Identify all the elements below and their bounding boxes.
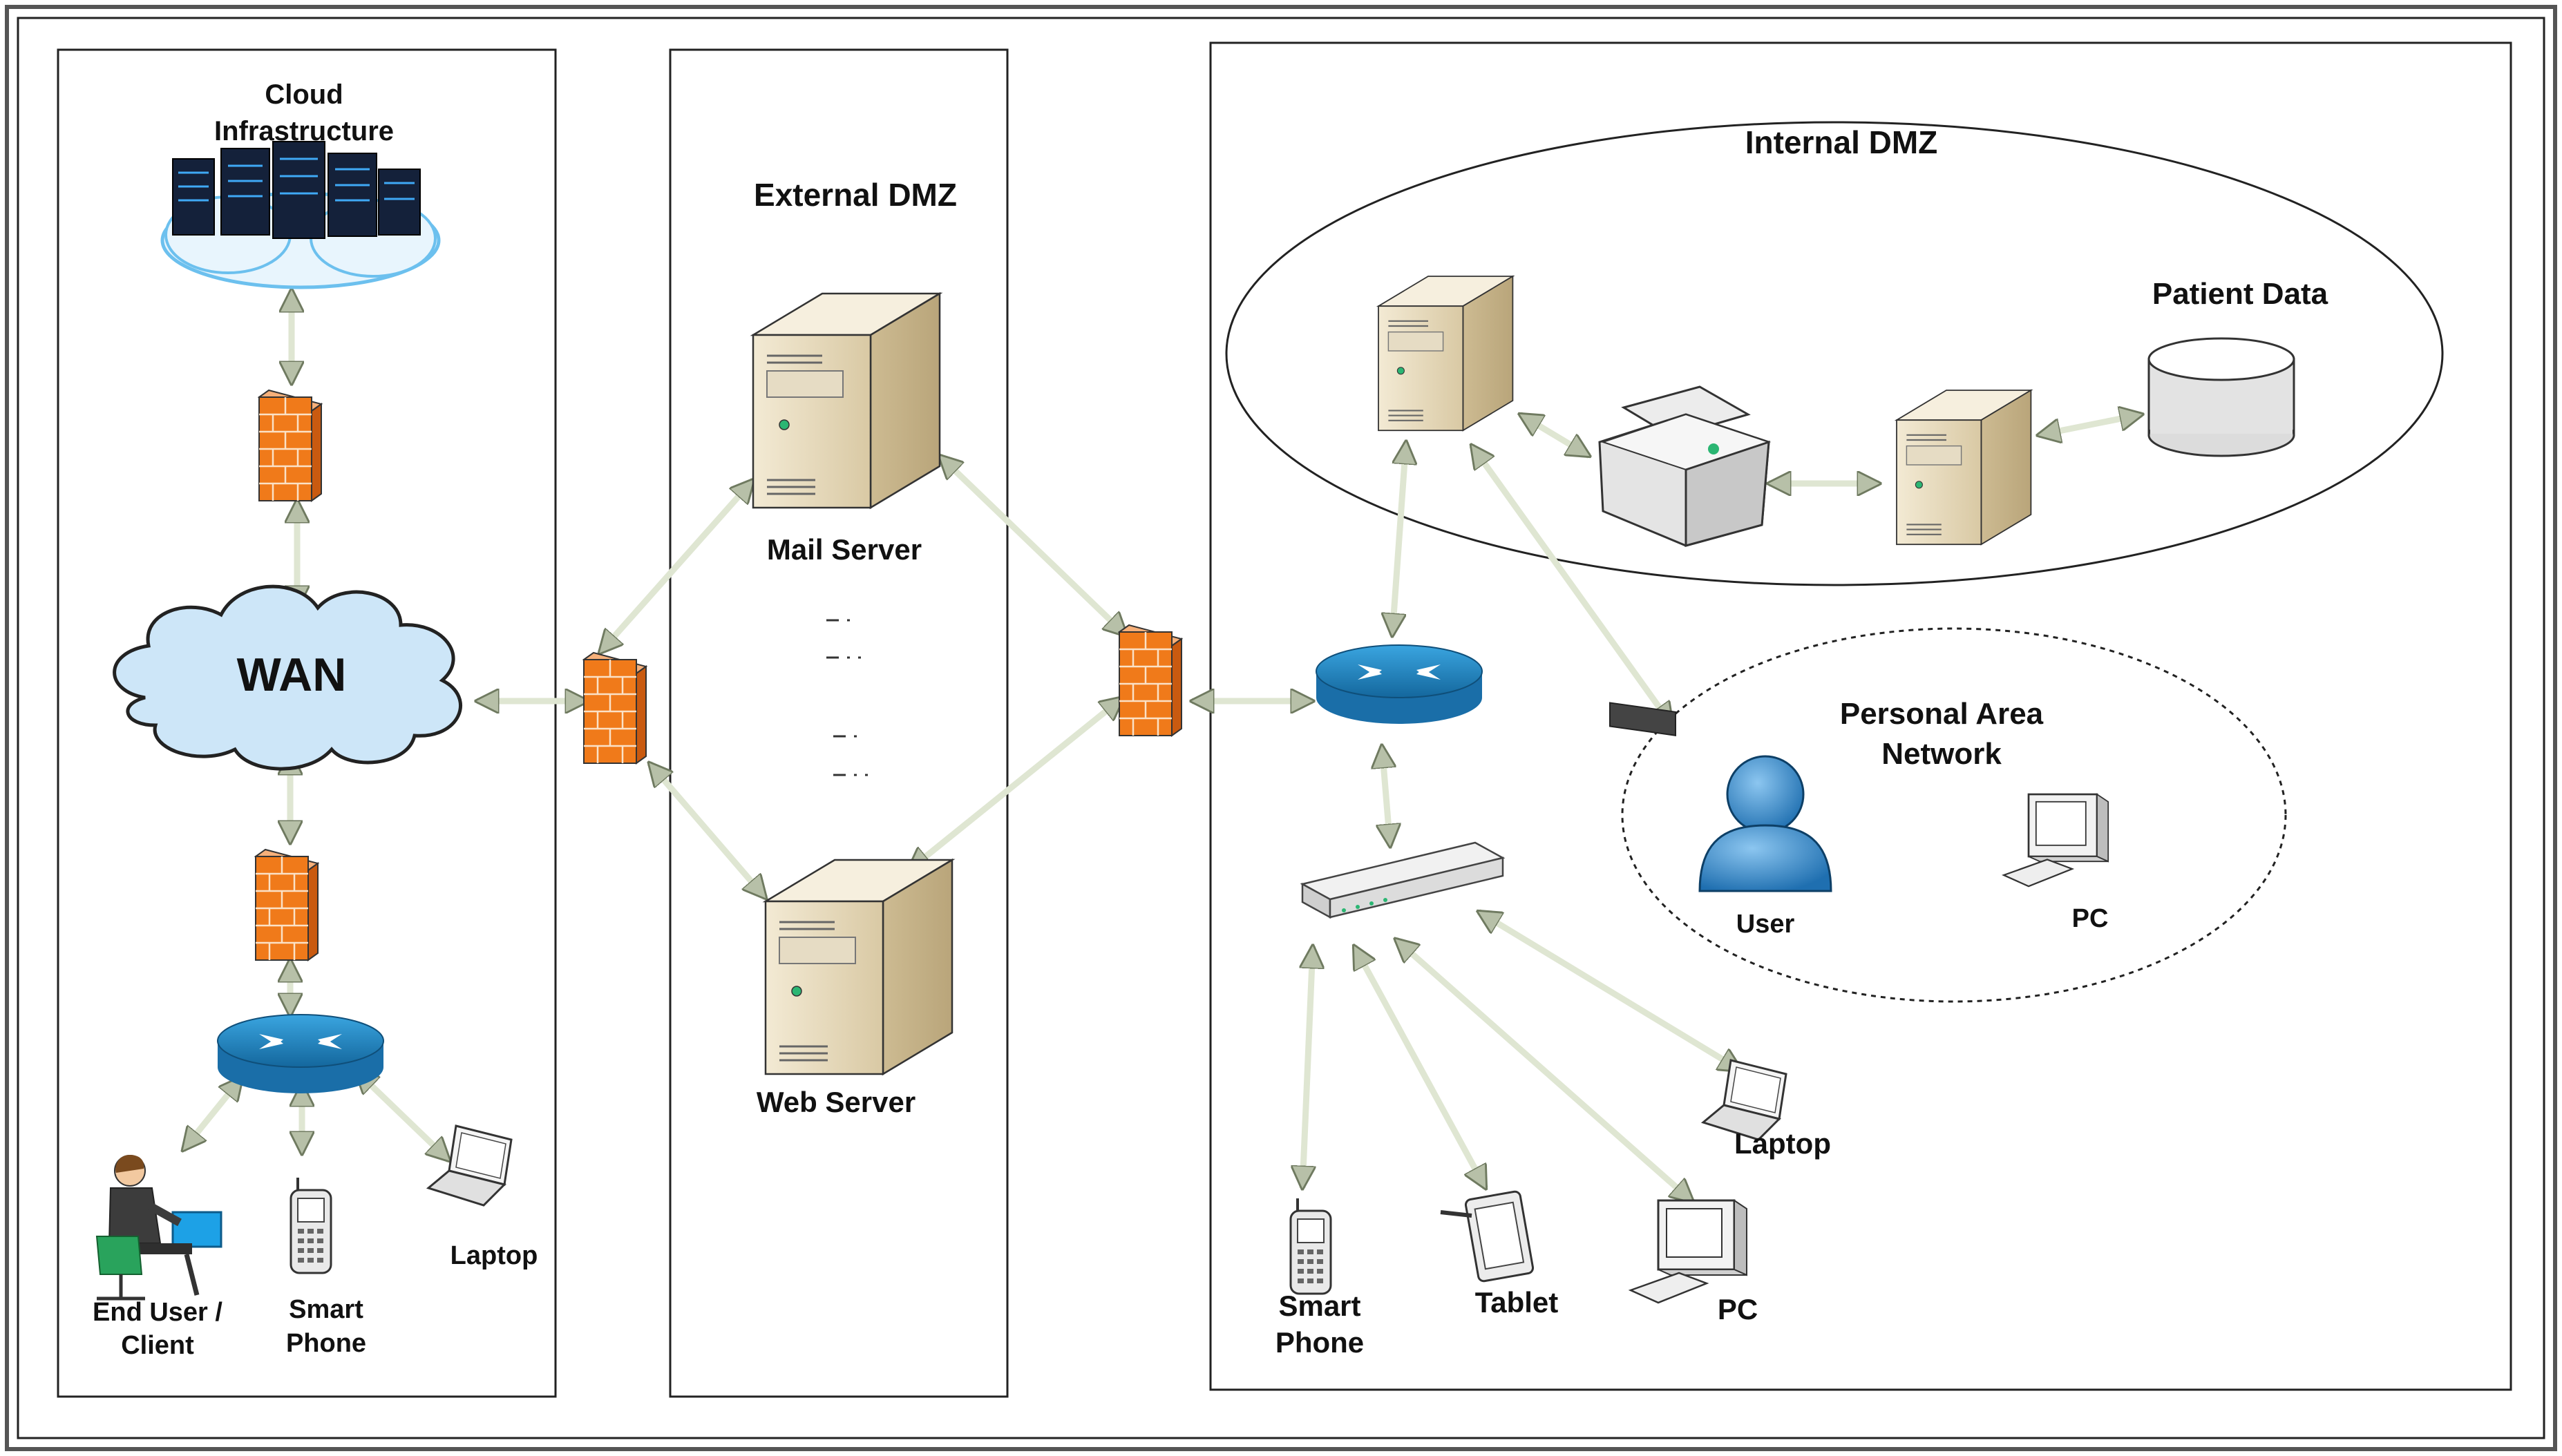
connector-router-laptop <box>356 1071 449 1160</box>
firewall-icon-right <box>1118 624 1183 737</box>
smartphone-icon-right <box>1289 1197 1332 1295</box>
left-zone-box <box>57 48 557 1398</box>
user-icon <box>1698 755 1832 892</box>
right-pc-label: PC <box>1718 1293 1758 1325</box>
connector-fw3-web <box>909 698 1123 870</box>
mail-server-icon <box>752 292 941 509</box>
external-dmz-title: External DMZ <box>754 177 957 213</box>
wan-cloud-icon <box>113 584 462 771</box>
connector-router-switch <box>1382 746 1390 846</box>
connector-mail-fw3 <box>940 456 1126 635</box>
router-icon-right <box>1316 644 1483 725</box>
connectors <box>183 290 2142 1202</box>
right-laptop-label: Laptop <box>1734 1127 1831 1160</box>
web-server-icon <box>764 859 953 1075</box>
connector-router-user <box>183 1077 242 1150</box>
pan-label-line2: Network <box>1881 737 2002 771</box>
web-server-label: Web Server <box>757 1086 915 1118</box>
end-user-label-line2: Client <box>121 1331 194 1360</box>
end-user-icon <box>95 1155 222 1301</box>
end-user-label-line1: End User / <box>93 1298 222 1327</box>
connector-server-pan <box>1472 446 1672 725</box>
connector-fw2-web <box>649 763 766 898</box>
left-phone-label-line1: Smart <box>289 1295 363 1324</box>
cloud-label-line2: Infrastructure <box>214 116 394 146</box>
connector-switch-phone <box>1302 946 1313 1188</box>
connector-fw2-mail <box>600 480 753 653</box>
right-zone-box <box>1209 41 2512 1391</box>
internal-dmz-ellipse <box>1225 121 2444 586</box>
pan-label-line1: Personal Area <box>1840 697 2044 731</box>
right-tablet-label: Tablet <box>1475 1286 1559 1319</box>
internal-dmz-title: Internal DMZ <box>1745 124 1938 160</box>
pan-ellipse <box>1621 627 2287 1003</box>
smartphone-icon-left <box>290 1176 332 1274</box>
connector-dbserver-patient <box>2038 414 2142 435</box>
mail-server-label: Mail Server <box>767 533 922 566</box>
cloud-infrastructure-icon <box>160 141 441 289</box>
wan-label: WAN <box>237 649 347 701</box>
cloud-label-line1: Cloud <box>265 79 343 110</box>
database-server-icon <box>1895 389 2032 546</box>
right-phone-label-line1: Smart <box>1278 1290 1360 1322</box>
ellipsis-marks <box>826 619 868 776</box>
right-phone-label-line2: Phone <box>1275 1326 1364 1359</box>
printer-icon <box>1598 385 1772 736</box>
connector-switch-laptop <box>1479 909 1741 1073</box>
database-cylinder-icon <box>2147 337 2295 457</box>
tablet-icon <box>1440 1190 1535 1283</box>
firewall-icon-middle <box>582 651 647 765</box>
pan-pc-label: PC <box>2072 904 2109 933</box>
firewall-icon-left-top <box>258 389 323 502</box>
patient-data-label: Patient Data <box>2152 277 2328 311</box>
internal-server-icon <box>1377 275 1514 432</box>
router-icon-left <box>217 1014 384 1094</box>
left-phone-label-line2: Phone <box>286 1329 366 1358</box>
left-laptop-label: Laptop <box>450 1241 538 1270</box>
firewall-icon-left-bottom <box>254 848 319 961</box>
connector-server-router <box>1392 442 1406 635</box>
pan-user-label: User <box>1736 910 1795 939</box>
inner-frame <box>17 17 2545 1439</box>
